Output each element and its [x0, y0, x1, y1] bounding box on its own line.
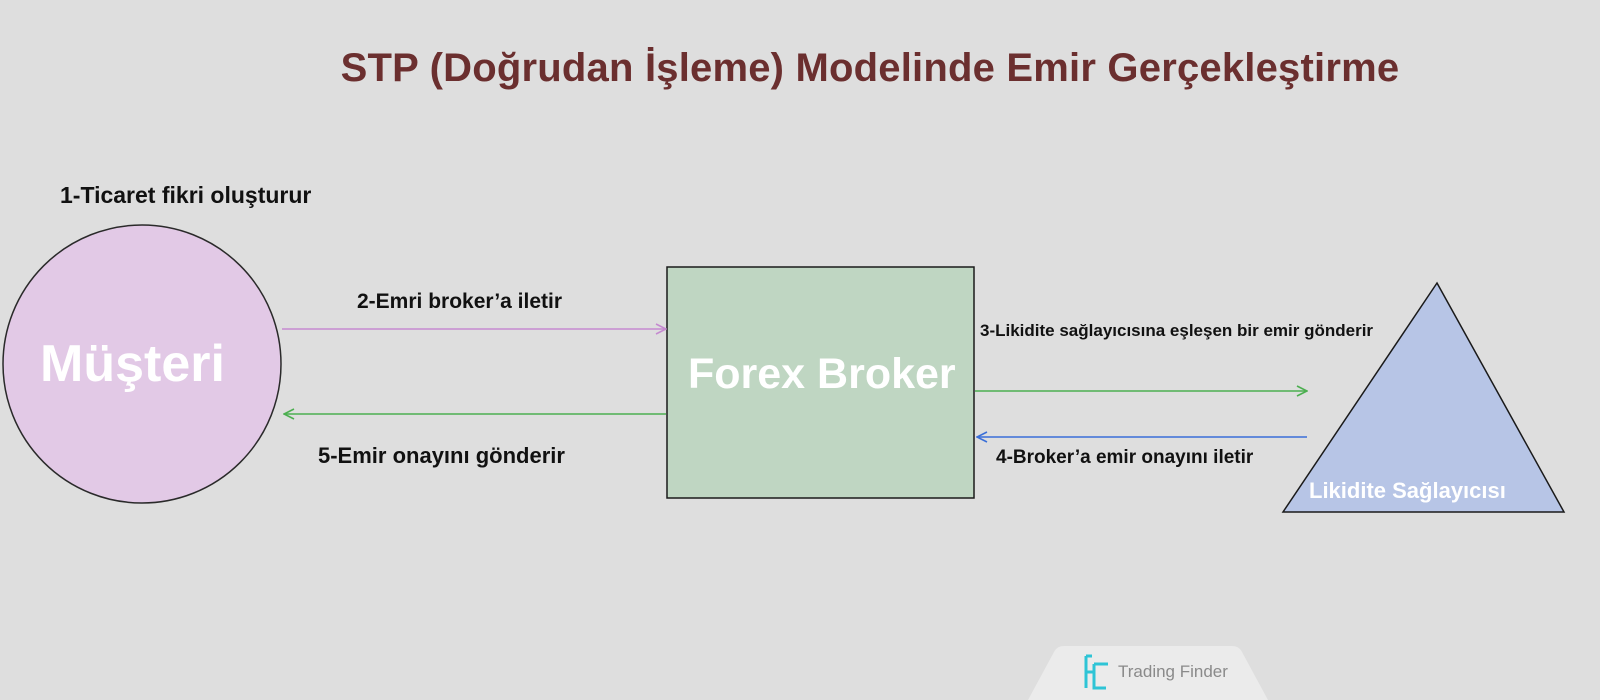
liquidity-provider-label: Likidite Sağlayıcısı: [1309, 478, 1506, 503]
diagram-title: STP (Doğrudan İşleme) Modelinde Emir Ger…: [340, 46, 1400, 90]
liquidity-provider-node: [1281, 281, 1566, 513]
trading-finder-logo-icon: [1084, 654, 1108, 690]
client-label: Müşteri: [40, 335, 225, 393]
step-2-label: 2-Emri broker’a iletir: [357, 290, 563, 313]
step-5-label: 5-Emir onayını gönderir: [318, 443, 565, 468]
broker-label: Forex Broker: [688, 350, 956, 398]
step-4-label: 4-Broker’a emir onayını iletir: [996, 447, 1254, 468]
watermark-badge-shape: [1028, 646, 1268, 700]
trading-finder-watermark: Trading Finder: [1028, 646, 1268, 700]
broker-node: [666, 266, 975, 499]
watermark-text: Trading Finder: [1118, 662, 1228, 681]
step-1-label: 1-Ticaret fikri oluşturur: [60, 182, 312, 208]
client-node: [2, 224, 282, 504]
step-3-label: 3-Likidite sağlayıcısına eşleşen bir emi…: [980, 321, 1374, 340]
